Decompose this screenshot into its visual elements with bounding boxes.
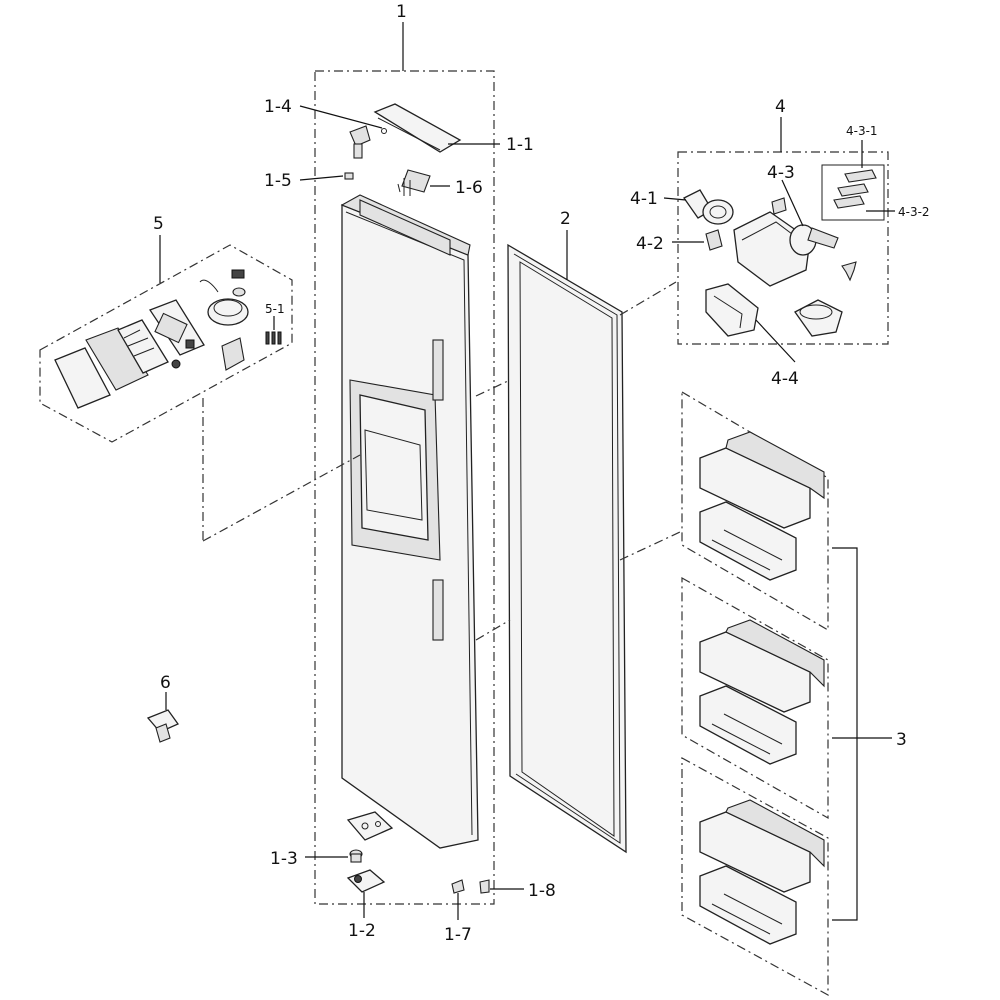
ice-maker-boundary xyxy=(677,151,889,345)
screw-part xyxy=(344,172,354,180)
gasket-group: 2 xyxy=(507,209,627,854)
label-1-1: 1-1 xyxy=(506,135,534,155)
label-1-5: 1-5 xyxy=(264,171,292,191)
screws-5-1 xyxy=(265,331,282,345)
bushing-part xyxy=(349,849,363,863)
label-4-3-1: 4-3-1 xyxy=(846,124,878,138)
label-4-2: 4-2 xyxy=(636,234,664,254)
ice-chute-part xyxy=(705,283,759,337)
label-4-3-2: 4-3-2 xyxy=(898,205,930,219)
door-assembly-boundary xyxy=(314,70,495,905)
ice-housing-part xyxy=(733,197,839,287)
door-bin xyxy=(699,799,825,893)
ice-maker-group: 4 4-1 4-2 4-3 4-3-1 xyxy=(630,97,930,389)
label-5: 5 xyxy=(153,214,164,234)
door-bin xyxy=(699,619,825,713)
door-panel xyxy=(340,194,479,849)
bin-set-2-boundary xyxy=(681,576,829,820)
door-bin xyxy=(699,865,797,945)
label-2: 2 xyxy=(560,209,571,229)
dispenser-panel-boundary xyxy=(39,244,293,443)
label-5-1: 5-1 xyxy=(265,302,285,316)
label-1-6: 1-6 xyxy=(455,178,483,198)
label-4: 4 xyxy=(775,97,786,117)
door-assembly-group: 1 1-1 1-4 xyxy=(264,2,556,945)
ice-motor-part xyxy=(683,189,734,225)
lower-hinge-bracket xyxy=(346,811,394,841)
label-4-1: 4-1 xyxy=(630,189,658,209)
label-4-4: 4-4 xyxy=(771,369,799,389)
door-bin xyxy=(699,685,797,765)
control-board xyxy=(117,319,169,374)
door-bin xyxy=(699,431,825,529)
dispenser-panel-group: 5 5-1 xyxy=(39,214,361,542)
label-1-8: 1-8 xyxy=(528,881,556,901)
label-1-3: 1-3 xyxy=(270,849,298,869)
dispenser-motor xyxy=(207,298,249,326)
label-3: 3 xyxy=(896,730,907,750)
door-bins-group: 3 xyxy=(681,390,907,997)
label-1-4: 1-4 xyxy=(264,97,292,117)
door-bin xyxy=(699,501,797,581)
control-panel-cover xyxy=(54,347,111,409)
screw-1-7-part xyxy=(451,879,465,894)
ice-subparts-box xyxy=(821,164,885,221)
screw-1-8-part xyxy=(479,879,490,894)
top-cover-part xyxy=(373,103,462,153)
door-gasket xyxy=(507,243,627,854)
spring-part xyxy=(397,169,431,196)
hinge-plate-part xyxy=(346,869,386,893)
hinge-part xyxy=(349,125,371,159)
large-screw-part xyxy=(146,709,179,733)
screw-6-group: 6 xyxy=(146,673,179,743)
bin-set-3-boundary xyxy=(681,756,829,997)
label-1: 1 xyxy=(396,2,407,22)
ice-switch-parts xyxy=(833,169,877,209)
ice-bracket-part xyxy=(705,229,723,251)
label-1-7: 1-7 xyxy=(444,925,472,945)
label-1-2: 1-2 xyxy=(348,921,376,941)
label-6: 6 xyxy=(160,673,171,693)
label-4-3: 4-3 xyxy=(767,163,795,183)
